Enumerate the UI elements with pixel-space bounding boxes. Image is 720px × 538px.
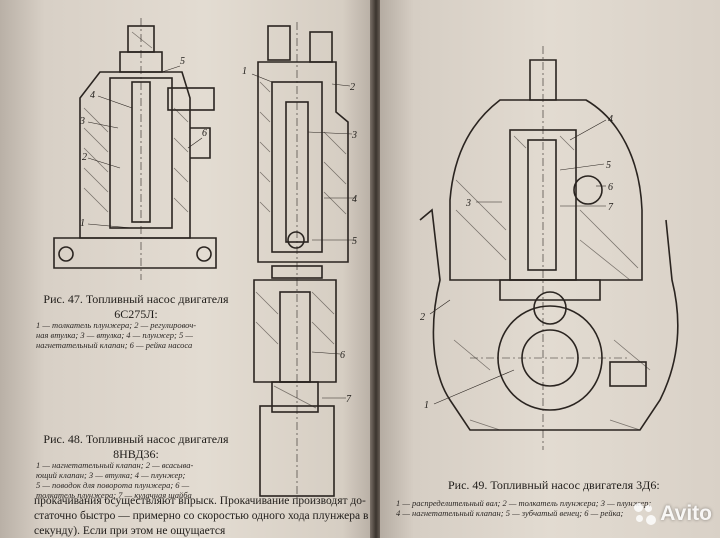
body-line: секунду). Если при этом не ощущается	[34, 525, 226, 537]
avito-watermark: Avito	[634, 502, 712, 526]
fig47-callout: 2	[82, 152, 87, 163]
fig48-callout: 6	[340, 350, 345, 361]
fig48-callout: 5	[352, 236, 357, 247]
legend-line: 5 — поводок для поворота плунжера; 6 —	[36, 480, 190, 490]
fig49-callout: 7	[608, 202, 614, 213]
fig49-callout: 1	[424, 400, 429, 411]
right-page: 4 5 6 3 7 2 1 Рис. 49. Топливный насос д…	[380, 0, 720, 538]
fig49-legend: 1 — распределительный вал; 2 — толкатель…	[396, 498, 716, 518]
fig47-title: Рис. 47. Топливный насос двигателя	[43, 292, 229, 306]
fig48-callout: 4	[352, 194, 357, 205]
fig47-caption-title: Рис. 47. Топливный насос двигателя 6С275…	[36, 292, 236, 322]
avito-text: Avito	[660, 502, 712, 525]
fig49-callout: 2	[420, 312, 425, 323]
fig47-title-model: 6С275Л:	[114, 307, 158, 321]
avito-logo-icon	[634, 503, 657, 525]
body-line: прокачивания осуществляют впрыск. Прокач…	[34, 495, 366, 507]
legend-line: ная втулка; 3 — втулка; 4 — плунжер; 5 —	[36, 330, 193, 340]
fig47-callout: 3	[79, 116, 85, 127]
legend-line: толкатель плунжера; 7 — кулачная шайба	[36, 490, 192, 500]
fig47-drawing: 5 4 3 2 1 6	[40, 18, 230, 288]
fig48-callout: 2	[350, 82, 355, 93]
fig49-callout: 5	[606, 160, 611, 171]
fig49-callout: 4	[608, 114, 613, 125]
left-page: 5 4 3 2 1 6 Рис. 47. Топливный насос дви…	[0, 0, 372, 538]
body-line: статочно быстро — примерно со скоростью …	[34, 510, 369, 522]
legend-line: нагнетательный клапан; 6 — рейка насоса	[36, 340, 193, 350]
fig48-callout: 7	[346, 394, 352, 405]
legend-line: ющий клапан; 3 — втулка; 4 — плунжер;	[36, 470, 186, 480]
fig49-drawing: 4 5 6 3 7 2 1	[410, 40, 700, 470]
fig47-callout: 5	[180, 56, 185, 67]
fig48-title: Рис. 48. Топливный насос двигателя	[43, 432, 229, 446]
fig47-callout: 4	[90, 90, 95, 101]
fig49-caption-title: Рис. 49. Топливный насос двигателя 3Д6:	[448, 478, 660, 493]
fig49-title: Рис. 49. Топливный насос двигателя 3Д6:	[448, 478, 660, 492]
legend-line: 1 — толкатель плунжера; 2 — регулировоч-	[36, 320, 197, 330]
fig49-callout: 3	[465, 198, 471, 209]
fig47-legend: 1 — толкатель плунжера; 2 — регулировоч-…	[36, 320, 236, 350]
fig47-callout: 1	[80, 218, 85, 229]
fig47-callout: 6	[202, 128, 207, 139]
fig49-callout: 6	[608, 182, 613, 193]
fig48-callout: 3	[351, 130, 357, 141]
legend-line: 1 — распределительный вал; 2 — толкатель…	[396, 498, 652, 508]
fig48-drawing: 1 2 3 4 5 6 7	[232, 22, 362, 512]
legend-line: 1 — нагнетательный клапан; 2 — всасыва-	[36, 460, 194, 470]
fig48-caption-title: Рис. 48. Топливный насос двигателя 8НВД3…	[36, 432, 236, 462]
fig48-title-model: 8НВД36:	[113, 447, 159, 461]
body-paragraph: прокачивания осуществляют впрыск. Прокач…	[34, 494, 368, 538]
fig48-legend: 1 — нагнетательный клапан; 2 — всасыва- …	[36, 460, 236, 500]
legend-line: 4 — нагнетательный клапан; 5 — зубчатый …	[396, 508, 624, 518]
book-spine	[370, 0, 382, 538]
fig48-callout: 1	[242, 66, 247, 77]
